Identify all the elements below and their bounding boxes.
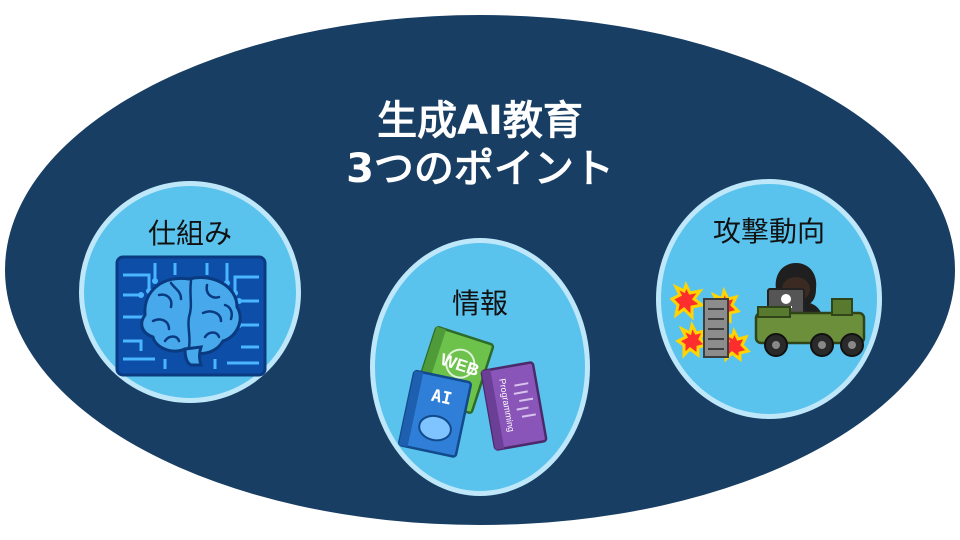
point-label-attack-trends: 攻撃動向: [712, 215, 825, 248]
books-icon: WEB AI Programming: [398, 326, 548, 458]
circuit-brain-icon: [115, 255, 267, 377]
hacker-attack-icon: [669, 263, 866, 363]
slide-title-line1: 生成AI教育: [377, 98, 583, 144]
point-label-mechanism: 仕組み: [147, 217, 232, 250]
point-label-information: 情報: [451, 287, 508, 320]
book-label-ai: AI: [429, 386, 453, 410]
slide-title-line2: 3つのポイント: [346, 146, 614, 192]
